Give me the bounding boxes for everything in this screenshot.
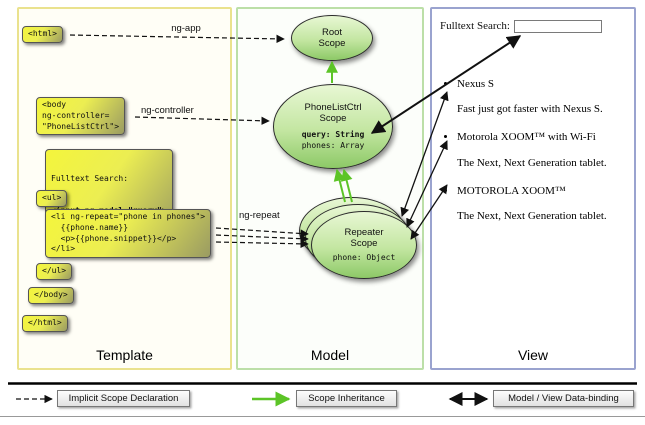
repeater-scope-phone: phone: Object — [332, 253, 396, 263]
code-ul-open: <ul> — [36, 190, 68, 207]
phone-name: MOTOROLA XOOM™ — [457, 184, 566, 197]
phone-snippet: Fast just got faster with Nexus S. — [457, 103, 603, 116]
view-panel-label: View — [517, 347, 549, 363]
ng-controller-label: ng-controller — [141, 105, 194, 116]
code-body-close: </body> — [28, 287, 74, 304]
phone-snippet: The Next, Next Generation tablet. — [457, 209, 607, 222]
ng-repeat-label: ng-repeat — [239, 210, 280, 221]
legend-data-binding: Model / View Data-binding — [493, 390, 634, 407]
code-ul-close: </ul> — [36, 263, 73, 280]
list-item: Motorola XOOM™ with Wi-Fi The Next, Next… — [457, 131, 625, 169]
phonelistctrl-scope-title: PhoneListCtrl Scope — [304, 101, 362, 125]
legend-implicit-scope: Implicit Scope Declaration — [57, 390, 190, 407]
phonelistctrl-scope-ellipse: PhoneListCtrl Scope query: String phones… — [273, 84, 393, 169]
phonelistctrl-scope-phones: phones: Array — [301, 140, 365, 150]
phonelistctrl-scope-query: query: String — [301, 129, 365, 139]
view-fulltext-search-label: Fulltext Search: — [440, 20, 510, 32]
repeater-scope-ellipse: Repeater Scope phone: Object — [311, 211, 417, 279]
list-item: MOTOROLA XOOM™ The Next, Next Generation… — [457, 185, 625, 223]
phone-name: Motorola XOOM™ with Wi-Fi — [457, 131, 596, 144]
list-item: Nexus S Fast just got faster with Nexus … — [457, 78, 625, 116]
root-scope-title: Root Scope — [318, 26, 346, 49]
model-panel: Model — [236, 7, 424, 370]
code-html-open: <html> — [22, 26, 63, 43]
legend-scope-inheritance: Scope Inheritance — [296, 390, 397, 407]
model-panel-label: Model — [310, 347, 350, 363]
template-panel-label: Template — [96, 347, 153, 363]
phone-name: Nexus S — [457, 78, 494, 90]
code-html-close: </html> — [22, 315, 68, 332]
root-scope-ellipse: Root Scope — [291, 15, 373, 61]
code-li-ng-repeat: <li ng-repeat="phone in phones"> {{phone… — [45, 209, 212, 259]
code-body-open: <body ng-controller= "PhoneListCtrl"> — [36, 97, 126, 136]
repeater-scope-title: Repeater Scope — [344, 226, 384, 249]
ng-app-label: ng-app — [171, 23, 201, 34]
phone-snippet: The Next, Next Generation tablet. — [457, 156, 607, 169]
code-fulltext-label: Fulltext Search: — [51, 173, 129, 183]
fulltext-search-input[interactable] — [514, 20, 602, 33]
phone-list: Nexus S Fast just got faster with Nexus … — [443, 78, 625, 238]
